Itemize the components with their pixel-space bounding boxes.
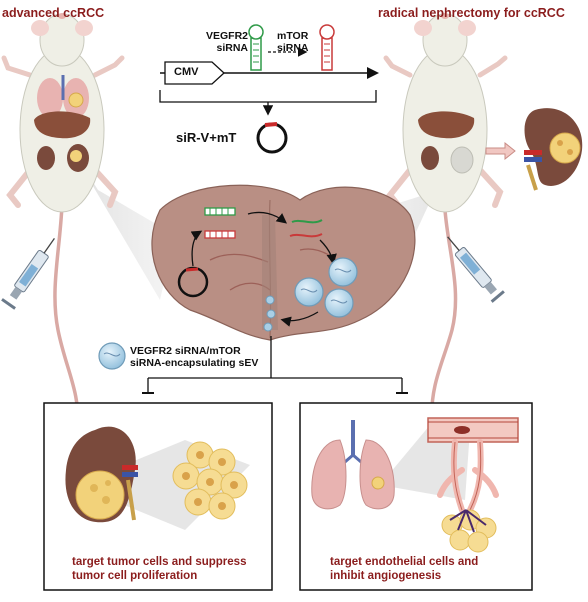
left-mouse-head bbox=[39, 13, 85, 67]
right-syringe bbox=[447, 236, 505, 303]
right-mouse-head bbox=[422, 13, 468, 67]
liver-flow-arrow bbox=[190, 230, 203, 267]
mtor-label-line2: siRNA bbox=[277, 42, 309, 54]
vesicle-legend-line2: siRNA-encapsulating sEV bbox=[130, 357, 259, 369]
right-mouse-leg bbox=[477, 167, 504, 208]
liver-organ bbox=[151, 184, 416, 341]
panel-kidney-with-tumor bbox=[65, 426, 138, 523]
vegfr2-sirna-label: VEGFR2 siRNA bbox=[206, 30, 248, 54]
left-title: advanced ccRCC bbox=[2, 6, 105, 20]
plasmid-insert-mark bbox=[264, 122, 278, 127]
left-mouse-kidney bbox=[37, 146, 55, 170]
mtor-sirna-label: mTOR siRNA bbox=[277, 30, 309, 54]
right-title: radical nephrectomy for ccRCC bbox=[378, 6, 565, 20]
liver-flow-arrow bbox=[247, 211, 288, 224]
left-mouse-lung-tumor bbox=[68, 92, 84, 108]
tumor-cell-cluster bbox=[172, 441, 248, 520]
left-mouse-tail bbox=[53, 203, 80, 432]
vesicle-legend-label: VEGFR2 siRNA/mTOR siRNA-encapsulating sE… bbox=[130, 345, 258, 369]
right-mouse-leg bbox=[383, 55, 413, 78]
liver-vesicle bbox=[328, 257, 358, 287]
left-panel-caption: target tumor cells and suppress tumor ce… bbox=[72, 555, 246, 583]
panel-tumor-mass bbox=[441, 509, 497, 553]
right-mouse-kidney bbox=[421, 146, 439, 170]
right-mouse-nose bbox=[441, 13, 449, 19]
vesicle-legend-line1: VEGFR2 siRNA/mTOR bbox=[130, 345, 241, 357]
left-mouse-leg bbox=[92, 55, 125, 78]
vegfr2-label-line2: siRNA bbox=[216, 42, 248, 54]
liver-sirna-strand-red bbox=[289, 233, 323, 238]
left-mouse-ear bbox=[75, 20, 93, 36]
mtor-hairpin bbox=[319, 24, 335, 71]
mtor-label-line1: mTOR bbox=[277, 30, 309, 42]
nephrectomy-arrow bbox=[485, 141, 516, 161]
left-mouse-liver bbox=[34, 111, 91, 139]
liver-sirna-strand-green bbox=[291, 219, 323, 224]
right-panel-caption: target endothelial cells and inhibit ang… bbox=[330, 555, 478, 583]
left-syringe bbox=[1, 238, 55, 310]
legend-vesicle-icon bbox=[98, 342, 126, 370]
plasmid-label: siR-V+mT bbox=[176, 130, 237, 145]
right-mouse-removed-kidney-site bbox=[450, 146, 474, 174]
liver-vesicle bbox=[324, 288, 354, 318]
cmv-promoter-arrow bbox=[164, 61, 225, 85]
right-mouse-leg bbox=[477, 55, 508, 78]
removed-kidney bbox=[524, 108, 583, 191]
left-mouse-lung bbox=[37, 78, 63, 118]
right-caption-line1: target endothelial cells and bbox=[330, 556, 479, 568]
left-mouse-leg bbox=[6, 167, 33, 208]
left-beam bbox=[60, 130, 175, 300]
cmv-label: CMV bbox=[174, 66, 199, 78]
left-caption-line2: tumor cell proliferation bbox=[72, 570, 198, 582]
right-mouse-ear bbox=[458, 20, 476, 36]
liver-red-sirna bbox=[204, 230, 236, 239]
left-mouse-nose bbox=[58, 13, 66, 19]
right-mouse-ear bbox=[414, 20, 432, 36]
left-mouse bbox=[1, 13, 125, 432]
vegfr2-hairpin bbox=[248, 24, 264, 71]
left-mouse-kidney-tumor bbox=[70, 150, 82, 162]
right-mouse-tail bbox=[430, 208, 458, 422]
left-mouse-leg bbox=[1, 55, 33, 78]
liver-flow-arrow bbox=[319, 239, 337, 265]
plasmid-icon bbox=[256, 122, 288, 154]
branch-connector bbox=[142, 336, 408, 394]
right-mouse-liver bbox=[418, 111, 475, 139]
left-mouse-leg bbox=[92, 167, 119, 208]
plasmid-construct bbox=[159, 24, 379, 154]
liver-green-sirna bbox=[204, 207, 236, 216]
right-caption-line2: inhibit angiogenesis bbox=[330, 570, 442, 582]
blood-vessel-angiogenesis bbox=[427, 417, 519, 513]
liver-vesicle bbox=[294, 277, 324, 307]
left-mouse-ear bbox=[31, 20, 49, 36]
liver-flow-arrow bbox=[280, 311, 319, 327]
vegfr2-label-line1: VEGFR2 bbox=[206, 30, 249, 42]
left-caption-line1: target tumor cells and suppress bbox=[72, 556, 247, 568]
construct-bracket bbox=[159, 90, 377, 103]
panel-lungs bbox=[311, 420, 395, 510]
right-mouse bbox=[383, 13, 508, 422]
